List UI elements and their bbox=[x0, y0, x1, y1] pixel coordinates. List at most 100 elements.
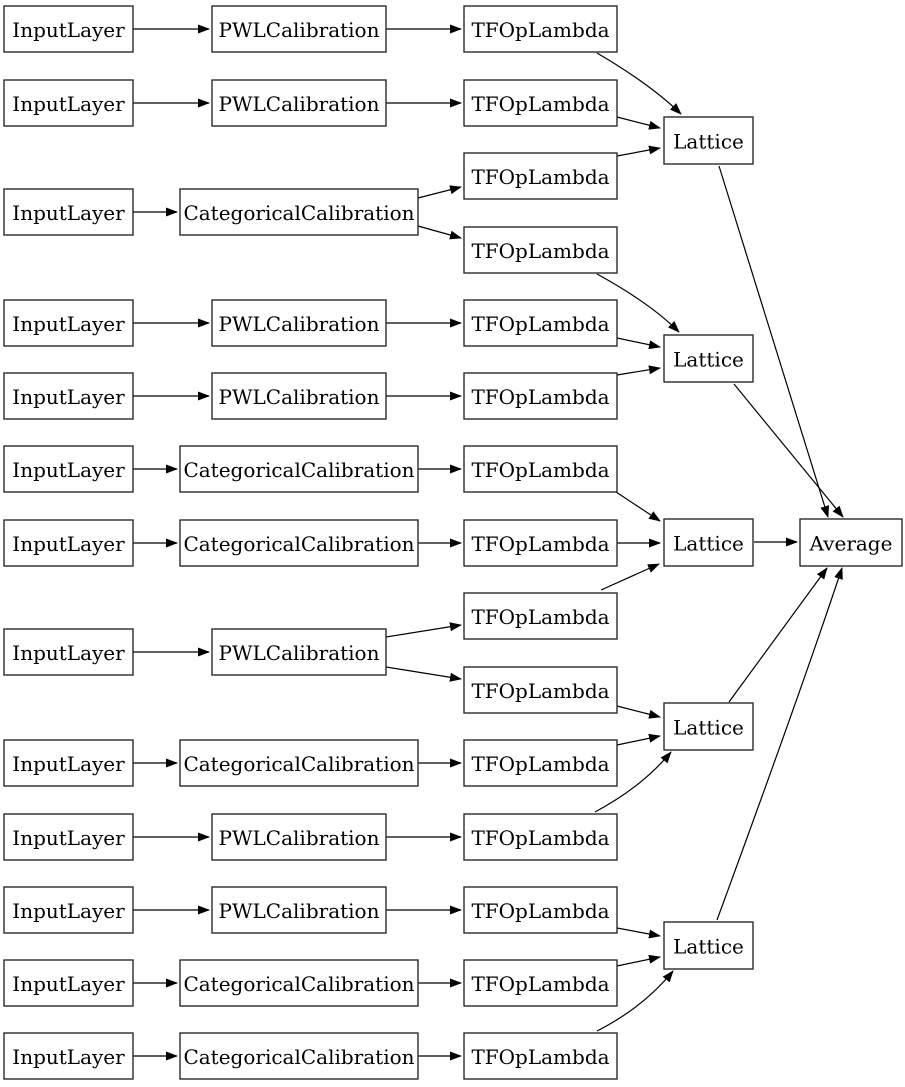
node-tfop-9-label: TFOpLambda bbox=[471, 605, 609, 629]
node-cal-5-box bbox=[211, 372, 387, 420]
node-lattice-3-box bbox=[663, 518, 754, 567]
node-tfop-15: TFOpLambda bbox=[463, 1032, 618, 1080]
node-input-5-box bbox=[3, 372, 134, 420]
node-cal-10-label: PWLCalibration bbox=[219, 826, 380, 850]
node-tfop-15-box bbox=[463, 1032, 618, 1080]
node-lattice-5-box bbox=[663, 921, 754, 970]
node-lattice-1-box bbox=[663, 116, 754, 165]
node-tfop-11-label: TFOpLambda bbox=[471, 752, 609, 776]
node-tfop-2: TFOpLambda bbox=[463, 79, 618, 127]
node-cal-8-box bbox=[211, 628, 387, 676]
node-tfop-9: TFOpLambda bbox=[463, 592, 618, 640]
edge-tfop-5-to-lattice-2 bbox=[616, 337, 661, 350]
node-cal-12: CategoricalCalibration bbox=[179, 959, 419, 1007]
node-lattice-1: Lattice bbox=[663, 116, 754, 165]
node-input-13-label: InputLayer bbox=[12, 1045, 125, 1069]
node-lattice-2-box bbox=[663, 334, 754, 383]
node-input-4-label: InputLayer bbox=[12, 312, 125, 336]
node-lattice-2-label: Lattice bbox=[673, 348, 744, 372]
node-cal-5: PWLCalibration bbox=[211, 372, 387, 420]
node-input-13-box bbox=[3, 1032, 134, 1080]
node-cal-10: PWLCalibration bbox=[211, 813, 387, 861]
node-tfop-6-box bbox=[463, 372, 618, 420]
edge-cal-8-to-tfop-10 bbox=[385, 666, 462, 682]
node-input-8: InputLayer bbox=[3, 628, 134, 676]
node-tfop-13-label: TFOpLambda bbox=[471, 899, 609, 923]
node-cal-11-label: PWLCalibration bbox=[219, 899, 380, 923]
node-input-2: InputLayer bbox=[3, 79, 134, 127]
node-tfop-4: TFOpLambda bbox=[463, 226, 618, 274]
node-tfop-4-label: TFOpLambda bbox=[471, 239, 609, 263]
node-tfop-2-box bbox=[463, 79, 618, 127]
edge-tfop-1-to-lattice-1 bbox=[596, 52, 682, 115]
node-cal-8-label: PWLCalibration bbox=[219, 641, 380, 665]
node-cal-4-label: PWLCalibration bbox=[219, 312, 380, 336]
node-cal-7: CategoricalCalibration bbox=[179, 519, 419, 567]
node-lattice-3-label: Lattice bbox=[673, 532, 744, 556]
node-input-11-box bbox=[3, 886, 134, 934]
node-tfop-14-label: TFOpLambda bbox=[471, 972, 609, 996]
node-input-1-box bbox=[3, 5, 134, 53]
node-input-10-box bbox=[3, 813, 134, 861]
edge-lattice-1-to-average bbox=[718, 165, 830, 518]
node-lattice-5-label: Lattice bbox=[673, 935, 744, 959]
edge-cal-3-to-tfop-4 bbox=[417, 225, 462, 240]
edge-tfop-11-to-lattice-4 bbox=[616, 733, 661, 746]
node-tfop-1: TFOpLambda bbox=[463, 5, 618, 53]
node-cal-3: CategoricalCalibration bbox=[179, 188, 419, 236]
node-tfop-14: TFOpLambda bbox=[463, 959, 618, 1007]
node-cal-2-label: PWLCalibration bbox=[219, 92, 380, 116]
node-tfop-2-label: TFOpLambda bbox=[471, 92, 609, 116]
node-input-1: InputLayer bbox=[3, 5, 134, 53]
node-tfop-3-label: TFOpLambda bbox=[471, 165, 609, 189]
node-input-11-label: InputLayer bbox=[12, 899, 125, 923]
node-cal-11: PWLCalibration bbox=[211, 886, 387, 934]
node-tfop-7-box bbox=[463, 445, 618, 493]
node-input-13: InputLayer bbox=[3, 1032, 134, 1080]
node-input-12-box bbox=[3, 959, 134, 1007]
node-tfop-5-box bbox=[463, 299, 618, 347]
node-lattice-4-box bbox=[663, 702, 754, 751]
node-cal-4: PWLCalibration bbox=[211, 299, 387, 347]
node-tfop-8-box bbox=[463, 519, 618, 567]
node-cal-6-box bbox=[179, 445, 419, 493]
node-input-4-box bbox=[3, 299, 134, 347]
node-tfop-11-box bbox=[463, 739, 618, 787]
edge-tfop-13-to-lattice-5 bbox=[616, 927, 661, 939]
node-average-box bbox=[799, 518, 903, 567]
node-cal-9-label: CategoricalCalibration bbox=[183, 752, 414, 776]
node-cal-1-label: PWLCalibration bbox=[219, 18, 380, 42]
node-input-9: InputLayer bbox=[3, 739, 134, 787]
node-input-5-label: InputLayer bbox=[12, 385, 125, 409]
node-input-3-label: InputLayer bbox=[12, 201, 125, 225]
node-cal-13-box bbox=[179, 1032, 419, 1080]
node-input-2-box bbox=[3, 79, 134, 127]
node-cal-12-box bbox=[179, 959, 419, 1007]
node-tfop-8: TFOpLambda bbox=[463, 519, 618, 567]
node-cal-9: CategoricalCalibration bbox=[179, 739, 419, 787]
node-tfop-12-box bbox=[463, 813, 618, 861]
node-cal-13: CategoricalCalibration bbox=[179, 1032, 419, 1080]
node-tfop-10-label: TFOpLambda bbox=[471, 679, 609, 703]
node-cal-8: PWLCalibration bbox=[211, 628, 387, 676]
edge-lattice-2-to-average bbox=[733, 383, 844, 518]
node-input-4: InputLayer bbox=[3, 299, 134, 347]
node-cal-6: CategoricalCalibration bbox=[179, 445, 419, 493]
node-cal-5-label: PWLCalibration bbox=[219, 385, 380, 409]
node-tfop-13: TFOpLambda bbox=[463, 886, 618, 934]
node-cal-7-box bbox=[179, 519, 419, 567]
node-input-6-box bbox=[3, 445, 134, 493]
edge-lattice-4-to-average bbox=[728, 567, 828, 703]
node-input-11: InputLayer bbox=[3, 886, 134, 934]
node-lattice-5: Lattice bbox=[663, 921, 754, 970]
node-input-2-label: InputLayer bbox=[12, 92, 125, 116]
node-cal-6-label: CategoricalCalibration bbox=[183, 458, 414, 482]
node-input-1-label: InputLayer bbox=[12, 18, 125, 42]
node-tfop-3-box bbox=[463, 152, 618, 200]
edge-tfop-10-to-lattice-4 bbox=[616, 705, 661, 719]
node-input-7: InputLayer bbox=[3, 519, 134, 567]
node-input-9-label: InputLayer bbox=[12, 752, 125, 776]
node-tfop-5: TFOpLambda bbox=[463, 299, 618, 347]
